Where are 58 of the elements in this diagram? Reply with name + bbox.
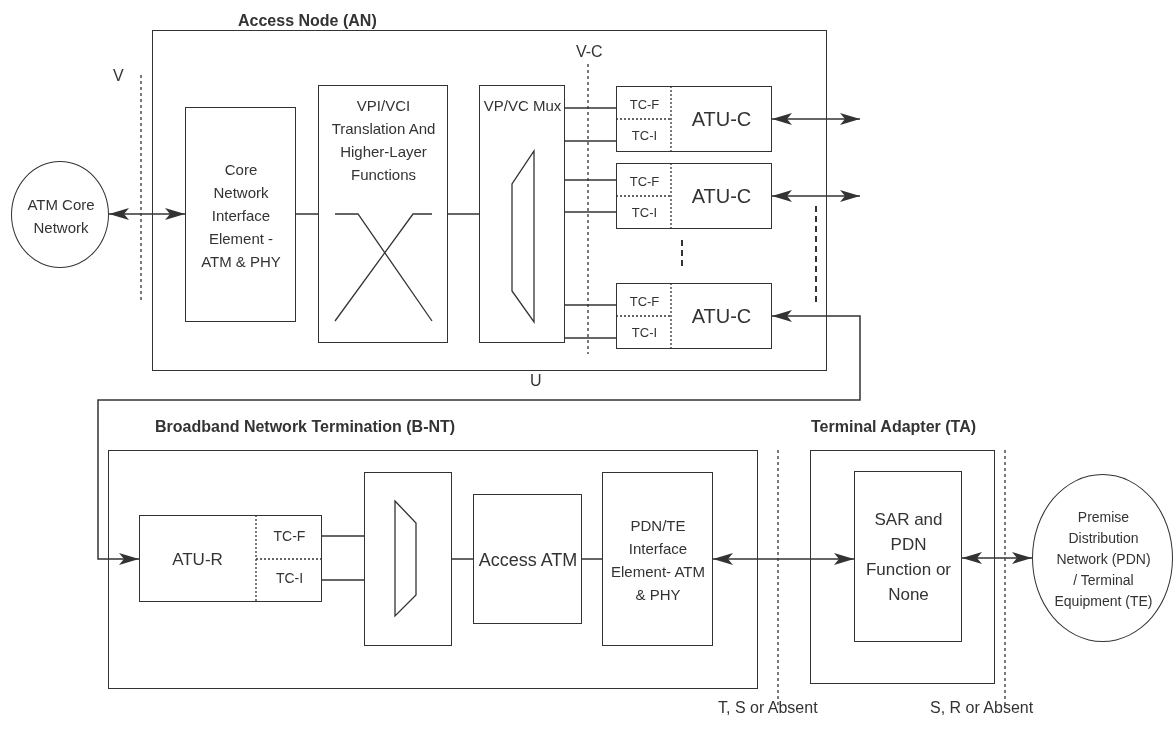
node-label: ATU-R bbox=[172, 548, 223, 571]
connector-line bbox=[564, 337, 617, 339]
node-label: TC-F bbox=[273, 527, 306, 546]
reference-point-label: V-C bbox=[576, 42, 603, 62]
connector-line bbox=[564, 179, 617, 181]
connector-line bbox=[564, 211, 617, 213]
process-box bbox=[601, 471, 713, 646]
connector-line bbox=[564, 107, 617, 109]
empty-box bbox=[363, 471, 452, 646]
arrow bbox=[108, 208, 186, 220]
network-ellipse bbox=[11, 161, 109, 268]
node-label: ATU-C bbox=[691, 185, 752, 208]
node-label: SAR and PDN Function or None bbox=[864, 509, 952, 606]
arrow bbox=[961, 552, 1033, 564]
node-label: VPI/VCI Translation And Higher-Layer Functions bbox=[330, 95, 437, 185]
reference-point-label: V bbox=[113, 66, 124, 86]
process-box bbox=[615, 282, 772, 349]
node-label: ATU-C bbox=[691, 305, 752, 328]
process-box bbox=[615, 162, 772, 229]
connector-line bbox=[321, 579, 365, 581]
process-box bbox=[184, 106, 296, 322]
process-box bbox=[472, 493, 582, 624]
process-box bbox=[478, 84, 565, 343]
arrow bbox=[97, 310, 861, 565]
node-label: ATU-C bbox=[691, 108, 752, 131]
node-label: VP/VC Mux bbox=[483, 95, 562, 116]
reference-point-label: T, S or Absent bbox=[718, 698, 818, 718]
reference-point-label: S, R or Absent bbox=[930, 698, 1034, 718]
connector-line bbox=[581, 558, 603, 560]
connector-line bbox=[564, 304, 617, 306]
group-heading: Terminal Adapter (TA) bbox=[811, 417, 977, 437]
process-box bbox=[317, 84, 448, 343]
group-heading: Access Node (AN) bbox=[238, 11, 377, 31]
node-label: Core Network Interface Element - ATM & PHY bbox=[200, 159, 282, 272]
node-label: TC-I bbox=[275, 569, 304, 588]
arrow bbox=[771, 190, 861, 202]
node-label: TC-I bbox=[631, 204, 658, 222]
node-label: Premise Distribution Network (PDN) / Terminal Equipment (TE) bbox=[1053, 507, 1154, 611]
connector-line bbox=[564, 140, 617, 142]
group-heading: Broadband Network Termination (B-NT) bbox=[155, 417, 456, 437]
connector-line bbox=[447, 213, 480, 215]
arrow bbox=[771, 113, 861, 125]
process-box bbox=[138, 514, 322, 602]
node-label: Access ATM bbox=[478, 548, 578, 572]
node-label: ATM Core Network bbox=[26, 194, 96, 238]
node-label: TC-I bbox=[631, 324, 658, 342]
arrow bbox=[712, 553, 855, 565]
connector-line bbox=[321, 535, 365, 537]
node-label: TC-I bbox=[631, 127, 658, 145]
process-box bbox=[853, 470, 962, 642]
node-label: TC-F bbox=[629, 173, 660, 191]
process-box bbox=[615, 85, 772, 152]
node-label: TC-F bbox=[629, 96, 660, 114]
node-label: TC-F bbox=[629, 293, 660, 311]
connector-line bbox=[295, 213, 319, 215]
connector-line bbox=[451, 558, 474, 560]
reference-point-label: U bbox=[530, 371, 542, 391]
node-label: PDN/TE Interface Element- ATM & PHY bbox=[610, 515, 706, 605]
